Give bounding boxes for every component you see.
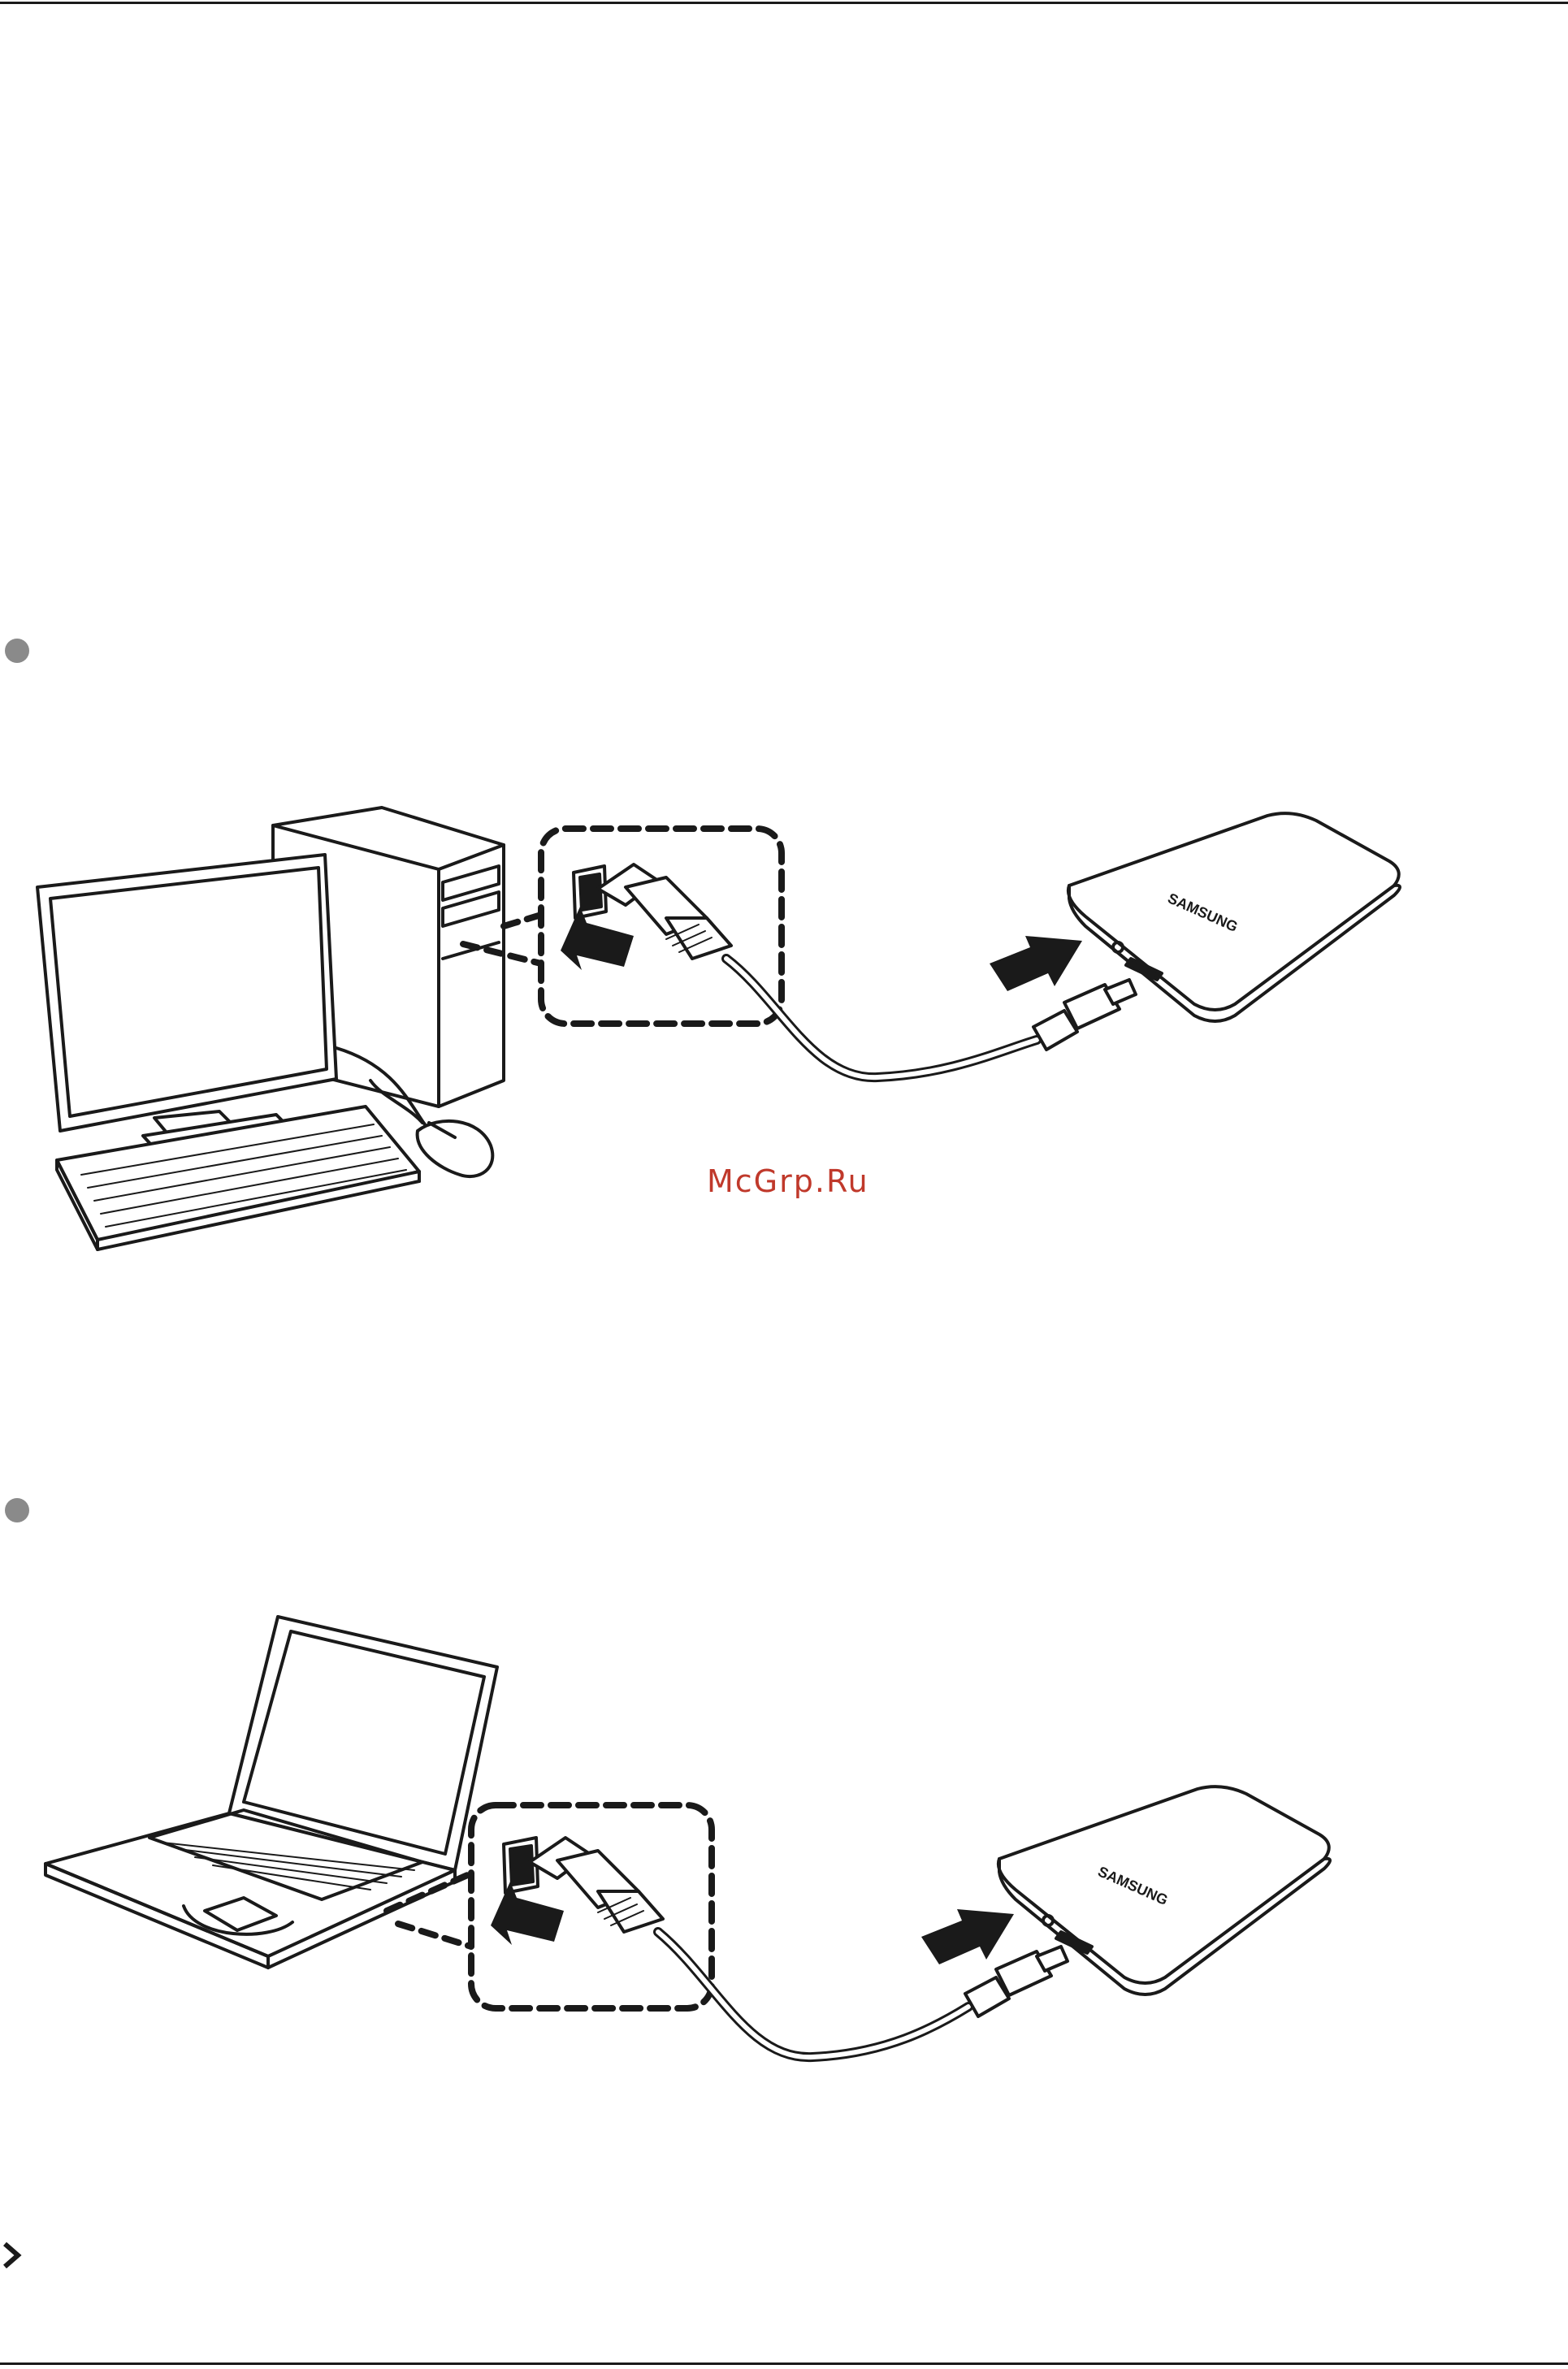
watermark: McGrp.Ru — [707, 1163, 869, 1199]
arrow-into-port-icon — [491, 1882, 564, 1945]
laptop-connection-illustration: SAMSUNG — [0, 1605, 1568, 2093]
top-rule — [0, 2, 1568, 4]
arrow-into-port-icon — [561, 907, 634, 970]
micro-usb-connector — [1033, 980, 1136, 1050]
arrow-into-drive-icon — [990, 936, 1082, 991]
laptop — [45, 1617, 497, 1968]
bullet-dot-icon — [5, 639, 29, 663]
bullet-dot-icon — [5, 1498, 29, 1522]
keyboard — [57, 1107, 419, 1249]
chevron-right-icon[interactable] — [0, 2239, 24, 2272]
bottom-rule — [0, 2363, 1568, 2365]
usb-cable — [658, 1932, 968, 2057]
arrow-into-drive-icon — [921, 1909, 1014, 1964]
micro-usb-connector — [965, 1947, 1068, 2016]
